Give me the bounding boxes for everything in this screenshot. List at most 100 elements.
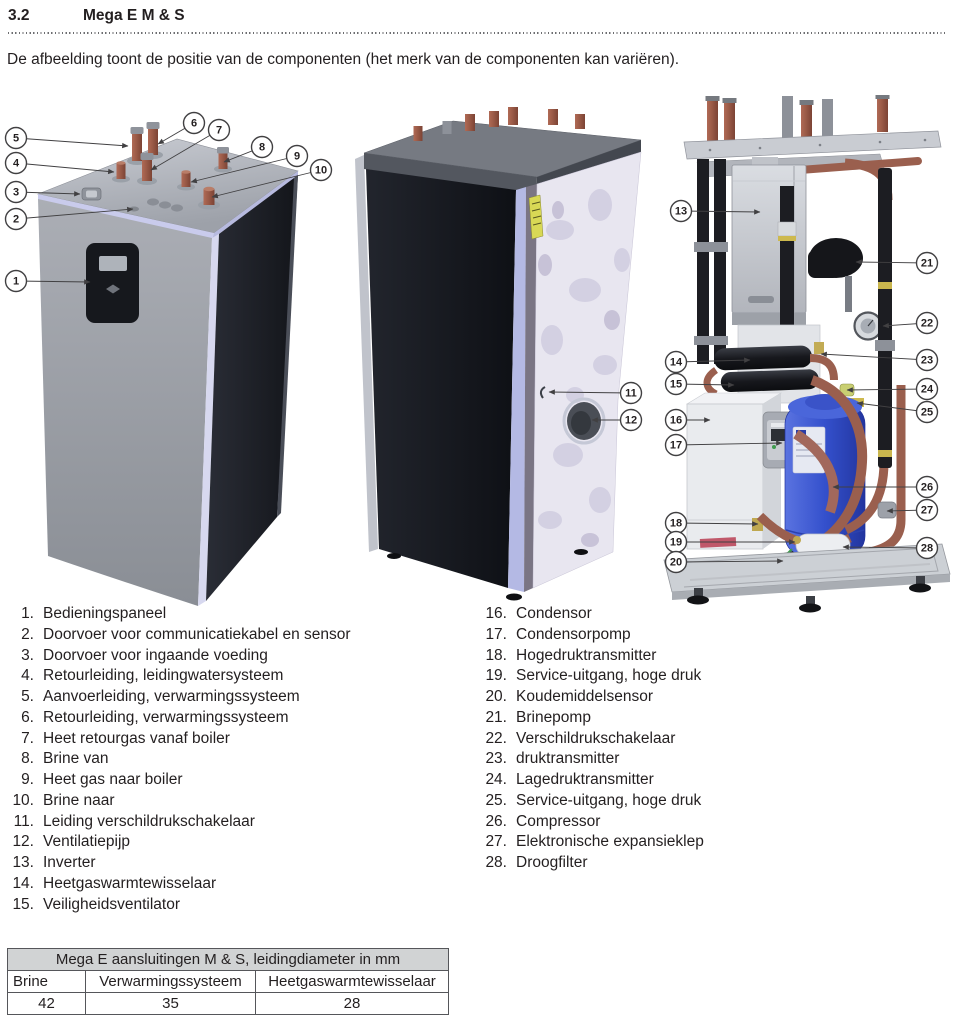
callout-number: 25 xyxy=(921,407,933,419)
callout-15: 15 xyxy=(664,372,735,396)
component-list-item: 23. druktransmitter xyxy=(481,749,704,770)
callout-circle xyxy=(4,207,28,231)
callout-3: 3 xyxy=(4,180,81,204)
callout-number: 9 xyxy=(294,151,300,163)
callout-leader-line xyxy=(680,209,761,215)
callout-circle xyxy=(250,135,274,159)
component-number: 3. xyxy=(21,646,34,664)
top-pipe-connections xyxy=(81,122,232,212)
callout-number: 26 xyxy=(921,482,933,494)
callout-circle xyxy=(664,408,688,432)
callout-leader-line xyxy=(855,259,928,265)
callout-6: 6 xyxy=(157,111,206,145)
component-label: Brine naar xyxy=(43,791,115,809)
page-title: Mega E M & S xyxy=(83,7,185,24)
callout-18: 18 xyxy=(664,511,759,535)
callout-7: 7 xyxy=(150,118,231,171)
component-list-item: 21. Brinepomp xyxy=(481,708,704,729)
callout-circle xyxy=(4,151,28,175)
callout-number: 21 xyxy=(921,258,933,270)
component-number: 4. xyxy=(21,667,34,685)
display-screen xyxy=(99,256,127,271)
component-list-item: 9. Heet gas naar boiler xyxy=(8,770,351,791)
table-value-brine: 42 xyxy=(7,992,86,1015)
callout-circle xyxy=(664,372,688,396)
component-label: Brine van xyxy=(43,750,109,768)
table-header-brine: Brine xyxy=(7,970,86,993)
callout-number: 5 xyxy=(13,133,19,145)
callout-circle xyxy=(664,550,688,574)
component-label: Heet retourgas vanaf boiler xyxy=(43,729,230,747)
component-number: 28. xyxy=(485,854,507,871)
component-list-item: 19. Service-uitgang, hoge druk xyxy=(481,666,704,687)
component-number: 18. xyxy=(485,646,507,664)
callout-circle xyxy=(915,536,939,560)
callout-circle xyxy=(207,118,231,142)
component-list-item: 6. Retourleiding, verwarmingssysteem xyxy=(8,708,351,729)
section-header: 3.2 Mega E M & S xyxy=(8,7,185,25)
table-header-verwarmingssysteem: Verwarmingssysteem xyxy=(85,970,256,993)
component-number: 24. xyxy=(485,771,507,788)
adjustable-foot xyxy=(799,603,821,613)
callout-leader-line xyxy=(15,162,115,175)
callout-12: 12 xyxy=(591,408,643,432)
component-label: Doorvoer voor ingaande voeding xyxy=(43,646,268,664)
component-label: Heet gas naar boiler xyxy=(43,771,183,788)
component-number: 12. xyxy=(12,833,34,851)
component-label: Koudemiddelsensor xyxy=(516,688,654,705)
callout-27: 27 xyxy=(886,498,939,522)
callout-leader-line xyxy=(856,401,928,413)
callout-leader-line xyxy=(15,206,134,220)
component-list-item: 12. Ventilatiepijp xyxy=(8,832,351,853)
callout-8: 8 xyxy=(223,135,274,163)
callout-leader-line xyxy=(846,387,928,393)
component-number: 7. xyxy=(21,729,34,747)
callout-circle xyxy=(619,408,643,432)
callout-10: 10 xyxy=(211,158,333,199)
adjustable-foot xyxy=(687,595,709,605)
component-number: 2. xyxy=(21,625,34,643)
intro-text: De afbeelding toont de positie van de co… xyxy=(7,51,680,68)
callout-number: 20 xyxy=(670,557,682,569)
callout-28: 28 xyxy=(842,536,939,560)
table-header-heetgaswarmtewisselaar: Heetgaswarmtewisselaar xyxy=(254,970,450,993)
callout-17: 17 xyxy=(664,433,783,457)
component-list-item: 28. Droogfilter xyxy=(481,853,704,874)
component-number: 20. xyxy=(485,688,507,705)
callout-number: 28 xyxy=(921,543,933,555)
component-label: Hogedruktransmitter xyxy=(516,646,657,664)
component-label: Condensor xyxy=(516,605,592,622)
component-number: 10. xyxy=(12,791,34,809)
callout-20: 20 xyxy=(664,550,784,574)
callout-number: 8 xyxy=(259,142,265,154)
callout-circle xyxy=(915,377,939,401)
component-label: Inverter xyxy=(43,854,96,871)
callout-circle xyxy=(664,350,688,374)
component-list-item: 25. Service-uitgang, hoge druk xyxy=(481,791,704,812)
callout-leader-line xyxy=(211,169,322,199)
pipe-diameter-table: Mega E aansluitingen M & S, leidingdiame… xyxy=(6,948,450,1015)
callout-leader-line xyxy=(15,137,129,149)
callout-number: 15 xyxy=(670,379,682,391)
component-list-item: 27. Elektronische expansieklep xyxy=(481,832,703,853)
dotted-divider xyxy=(8,32,947,34)
component-label: Lagedruktransmitter xyxy=(516,771,654,788)
callout-number: 27 xyxy=(921,505,933,517)
brand-logo xyxy=(106,284,120,294)
component-list-right: 16. Condensor 17. Condensorpomp 18. Hoge… xyxy=(481,604,704,874)
unit-front-view xyxy=(36,122,299,606)
callout-circle xyxy=(669,199,693,223)
component-label: Service-uitgang, hoge druk xyxy=(516,667,702,685)
component-list-item: 2. Doorvoer voor communicatiekabel en se… xyxy=(8,625,351,646)
table-title: Mega E aansluitingen M & S, leidingdiame… xyxy=(6,948,450,971)
callout-16: 16 xyxy=(664,408,711,432)
callout-circle xyxy=(915,475,939,499)
callout-number: 13 xyxy=(675,206,687,218)
component-label: Ventilatiepijp xyxy=(43,833,131,851)
component-list-item: 24. Lagedruktransmitter xyxy=(481,770,704,791)
component-list-item: 17. Condensorpomp xyxy=(481,625,704,646)
component-label: Retourleiding, verwarmingssysteem xyxy=(43,708,289,726)
callout-number: 11 xyxy=(625,388,637,400)
